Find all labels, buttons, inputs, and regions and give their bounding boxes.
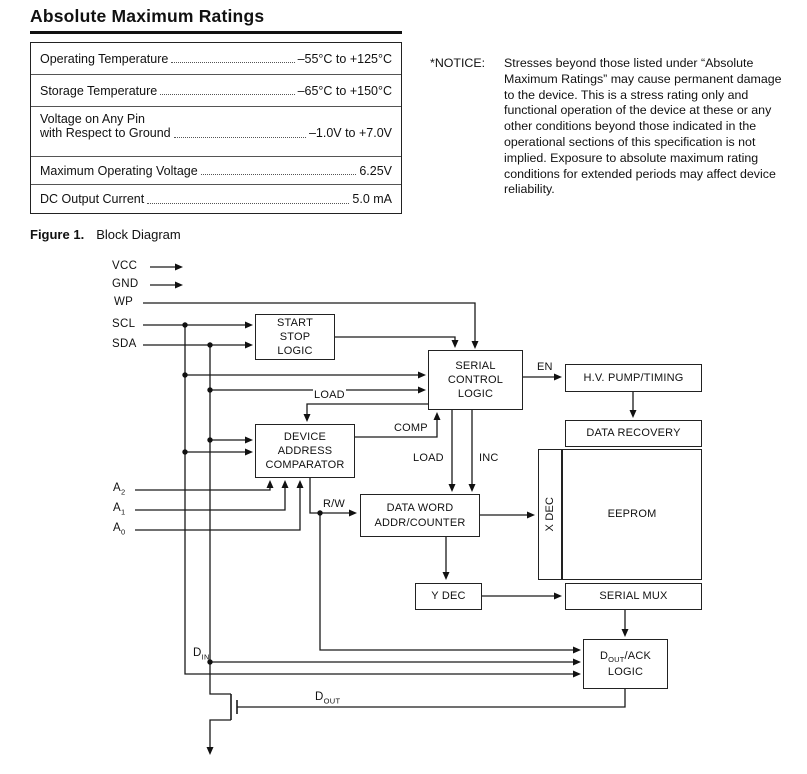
row-label: DC Output Current (40, 192, 145, 206)
wire-label-load-counter: LOAD (412, 452, 445, 464)
dot-leader (160, 94, 295, 95)
row-label: Voltage on Any Pin (40, 112, 145, 126)
wire-label-inc: INC (478, 452, 500, 464)
pin-a1-base: A (113, 502, 121, 514)
junction-dots (182, 322, 323, 665)
row-label: Maximum Operating Voltage (40, 163, 198, 178)
pin-label-din: DIN (193, 647, 210, 661)
row-value: 5.0 mA (352, 192, 392, 206)
row-label-line2: with Respect to Ground (40, 126, 171, 140)
pin-label-a1: A1 (113, 502, 125, 516)
pin-a0-sub: 0 (120, 527, 126, 537)
row-value: –55°C to +125°C (297, 51, 392, 66)
dot-leader (173, 136, 306, 138)
title-rule (30, 31, 402, 34)
block-eeprom: EEPROM (562, 449, 702, 580)
ratings-table: Operating Temperature –55°C to +125°C St… (30, 42, 402, 214)
figure-number: Figure 1. (30, 227, 85, 242)
table-row: Maximum Operating Voltage 6.25V (31, 157, 401, 185)
row-label: Operating Temperature (40, 51, 169, 66)
pin-label-gnd: GND (112, 278, 139, 290)
block-data-word-addr-counter: DATA WORD ADDR/COUNTER (360, 494, 480, 537)
pin-a0-base: A (113, 522, 121, 534)
pin-a2-sub: 2 (120, 487, 126, 497)
table-row: Storage Temperature –65°C to +150°C (31, 75, 401, 107)
block-device-address-comparator: DEVICE ADDRESS COMPARATOR (255, 424, 355, 478)
arrowheads (175, 263, 637, 755)
pin-label-wp: WP (114, 296, 134, 308)
dout-ack-sub: OUT (608, 655, 625, 665)
mosfet-symbol (209, 694, 238, 747)
dot-leader (200, 174, 357, 175)
block-start-stop-logic: START STOP LOGIC (255, 314, 335, 360)
table-row: Voltage on Any Pin with Respect to Groun… (31, 107, 401, 157)
pin-label-dout: DOUT (315, 691, 340, 705)
block-serial-mux: SERIAL MUX (565, 583, 702, 610)
pin-label-sda: SDA (112, 338, 137, 350)
pin-din-sub: IN (201, 652, 210, 662)
block-x-dec-label: X DEC (543, 497, 556, 532)
row-value: –1.0V to +7.0V (308, 126, 392, 140)
wire-label-en: EN (536, 361, 554, 373)
dot-leader (147, 202, 350, 204)
pin-label-a2: A2 (113, 482, 125, 496)
pin-din-base: D (193, 647, 202, 659)
row-label: Storage Temperature (40, 83, 158, 98)
dot-leader (171, 62, 295, 63)
block-hv-pump-timing: H.V. PUMP/TIMING (565, 364, 702, 392)
pin-dout-sub: OUT (323, 696, 341, 706)
block-dout-ack-label: DOUT/ACK LOGIC (600, 649, 651, 679)
table-row: Operating Temperature –55°C to +125°C (31, 43, 401, 75)
page-title: Absolute Maximum Ratings (30, 6, 265, 26)
block-y-dec: Y DEC (415, 583, 482, 610)
notice-text: Stresses beyond those listed under “Abso… (504, 56, 782, 197)
row-value: 6.25V (359, 163, 392, 178)
block-dout-ack-logic: DOUT/ACK LOGIC (583, 639, 668, 689)
pin-a2-base: A (113, 482, 121, 494)
wire-label-load-comparator: LOAD (313, 389, 346, 401)
wire-label-comp: COMP (393, 422, 429, 434)
pin-label-scl: SCL (112, 318, 136, 330)
pin-label-vcc: VCC (112, 260, 138, 272)
table-row: DC Output Current 5.0 mA (31, 185, 401, 213)
dout-ack-line2: LOGIC (607, 665, 644, 678)
pin-a1-sub: 1 (120, 507, 126, 517)
block-data-recovery: DATA RECOVERY (565, 420, 702, 447)
notice-label: *NOTICE: (430, 56, 486, 70)
block-serial-control-logic: SERIAL CONTROL LOGIC (428, 350, 523, 410)
figure-caption: Figure 1. Block Diagram (30, 227, 181, 242)
pin-label-a0: A0 (113, 522, 125, 536)
wires (135, 266, 634, 708)
dout-ack-rest: /ACK (624, 649, 652, 662)
row-value: –65°C to +150°C (297, 83, 392, 98)
pin-dout-base: D (315, 691, 324, 703)
block-x-dec: X DEC (538, 449, 562, 580)
figure-title: Block Diagram (96, 227, 181, 242)
dout-ack-base: D (599, 649, 609, 662)
wire-label-rw: R/W (322, 498, 346, 510)
